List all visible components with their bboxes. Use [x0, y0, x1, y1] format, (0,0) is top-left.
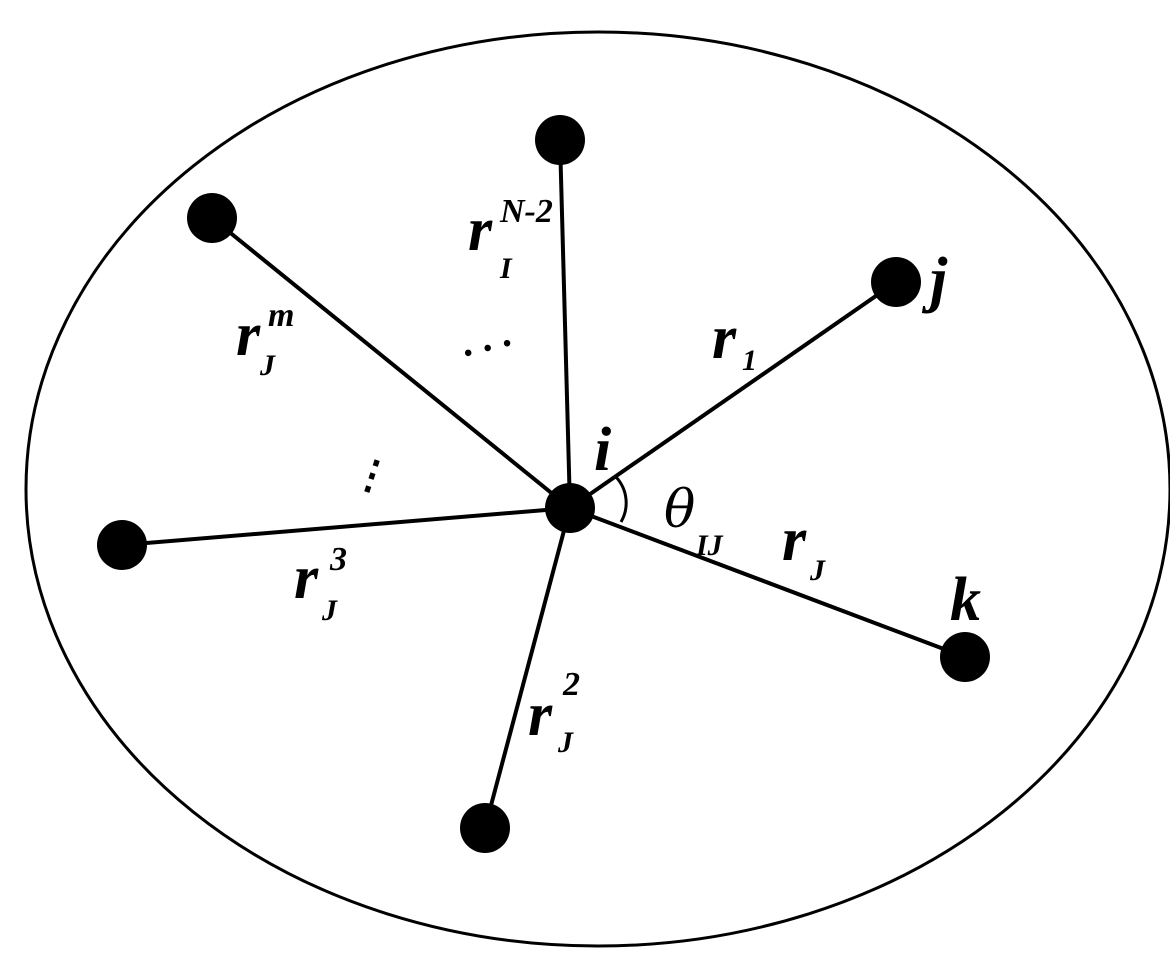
label-node-i: i: [594, 416, 611, 484]
svg-text:r: r: [528, 681, 553, 749]
label-rIN2: r N-2 I: [468, 193, 553, 285]
svg-text:r: r: [294, 544, 319, 612]
label-r1: r 1: [712, 304, 757, 377]
node-upper-left: [187, 193, 237, 243]
svg-text:N-2: N-2: [499, 193, 553, 230]
node-center: [545, 483, 595, 533]
boundary-ellipse: [24, 30, 1170, 948]
node-bottom: [460, 803, 510, 853]
node-left: [97, 520, 147, 570]
svg-text:IJ: IJ: [695, 529, 724, 562]
edge-center-top: [558, 139, 572, 509]
edge-center-left: [121, 506, 571, 547]
svg-text:J: J: [557, 726, 574, 759]
svg-text:1: 1: [742, 344, 757, 377]
svg-text:J: J: [809, 554, 826, 587]
label-rJm: r m J: [236, 297, 294, 382]
svg-text:r: r: [468, 196, 493, 264]
svg-text:θ: θ: [664, 480, 695, 540]
svg-text:r: r: [236, 301, 261, 369]
svg-text:r: r: [712, 304, 737, 372]
svg-text:3: 3: [329, 541, 347, 578]
edges: [121, 139, 966, 829]
edge-center-j: [568, 280, 898, 510]
node-j: [871, 257, 921, 307]
svg-text:I: I: [499, 252, 513, 285]
svg-text:J: J: [321, 594, 338, 627]
label-rJ: r J: [782, 506, 826, 587]
edge-center-k: [569, 506, 966, 659]
label-node-k: k: [950, 566, 981, 634]
label-rJ3: r 3 J: [294, 541, 347, 627]
angle-arc: [614, 475, 628, 523]
svg-text:r: r: [782, 506, 807, 574]
node-top: [535, 115, 585, 165]
svg-text:2: 2: [562, 666, 580, 703]
svg-text:m: m: [268, 297, 294, 334]
label-rJ2: r 2 J: [528, 666, 580, 759]
node-k: [940, 632, 990, 682]
svg-text:J: J: [259, 349, 276, 382]
nodes: [97, 115, 990, 853]
edge-center-upper-left: [210, 216, 572, 510]
label-theta: θ IJ: [664, 480, 724, 562]
edge-center-bottom: [483, 507, 572, 829]
ellipsis-horizontal: . . .: [455, 310, 514, 366]
label-node-j: j: [921, 246, 948, 314]
ellipsis-vertical: ⋮: [346, 447, 398, 502]
